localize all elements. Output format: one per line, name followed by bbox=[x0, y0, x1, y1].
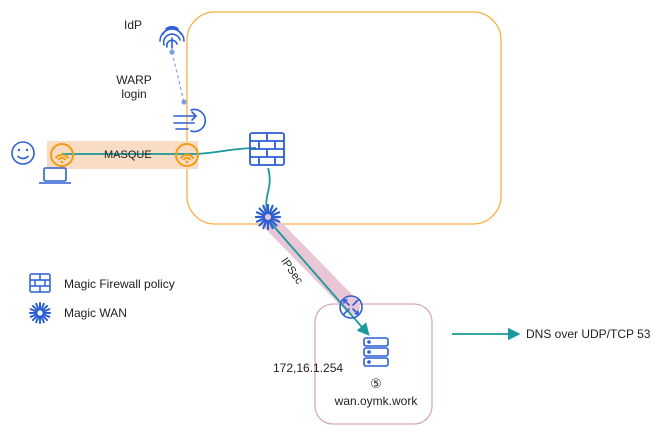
burst-ray bbox=[258, 218, 267, 227]
circled-number-label: ⑤ bbox=[370, 376, 382, 391]
burst-ray bbox=[270, 217, 281, 223]
magic-wan-burst-icon bbox=[254, 203, 282, 231]
gateway-dot bbox=[181, 99, 187, 105]
ipsec-tunnel-band bbox=[260, 212, 360, 314]
hostname-label: wan.oymk.work bbox=[334, 394, 418, 408]
legend-magic-wan-label: Magic WAN bbox=[64, 306, 127, 320]
warp-label-line2: login bbox=[121, 87, 147, 101]
idp-auth-dashed-line bbox=[171, 51, 185, 103]
burst-ray bbox=[255, 217, 266, 223]
burst-ray bbox=[31, 304, 39, 312]
brick-firewall-icon bbox=[249, 132, 285, 166]
warp-login-label: WARP login bbox=[112, 73, 156, 101]
burst-ray bbox=[35, 302, 40, 311]
burst-ray bbox=[268, 204, 274, 215]
burst-ray bbox=[29, 308, 38, 313]
idp-label: IdP bbox=[124, 18, 143, 32]
laptop-icon bbox=[39, 167, 71, 184]
warp-label-line1: WARP bbox=[116, 73, 152, 87]
burst-ray bbox=[269, 218, 278, 227]
legend-firewall-icon bbox=[29, 273, 51, 293]
burst-ray bbox=[40, 302, 45, 311]
burst-ray bbox=[40, 315, 45, 324]
burst-ray bbox=[41, 304, 49, 312]
masque-label: MASQUE bbox=[104, 149, 152, 161]
router-icon bbox=[339, 295, 363, 319]
legend-firewall-label: Magic Firewall policy bbox=[64, 277, 175, 291]
warp-edge-icon bbox=[175, 143, 199, 167]
burst-ray bbox=[41, 314, 49, 322]
burst-ray bbox=[35, 315, 40, 324]
burst-ray bbox=[255, 211, 266, 217]
burst-ray bbox=[270, 211, 281, 217]
fingerprint-icon bbox=[159, 25, 185, 49]
burst-ray bbox=[269, 207, 278, 216]
server-stack-icon bbox=[363, 337, 389, 367]
warp-client-icon bbox=[50, 143, 74, 167]
burst-ray bbox=[268, 219, 274, 230]
burst-ray bbox=[42, 313, 51, 318]
ip-address-label: 172,16.1.254 bbox=[273, 361, 344, 375]
burst-ray bbox=[29, 313, 38, 318]
dns-label: DNS over UDP/TCP 53 bbox=[526, 327, 651, 341]
ipsec-tunnel-line bbox=[269, 221, 370, 336]
cloudflare-region bbox=[186, 11, 502, 225]
smiley-user-icon bbox=[11, 141, 35, 165]
burst-ray bbox=[262, 219, 268, 230]
burst-ray bbox=[31, 314, 39, 322]
burst-ray bbox=[42, 308, 51, 313]
burst-ray bbox=[258, 207, 267, 216]
masque-tunnel-line bbox=[62, 147, 257, 155]
idp-dot bbox=[169, 49, 175, 55]
burst-ray bbox=[262, 204, 268, 215]
legend-magic-wan-icon bbox=[29, 302, 51, 324]
branch-region bbox=[314, 303, 433, 425]
gateway-login-icon bbox=[173, 108, 206, 133]
